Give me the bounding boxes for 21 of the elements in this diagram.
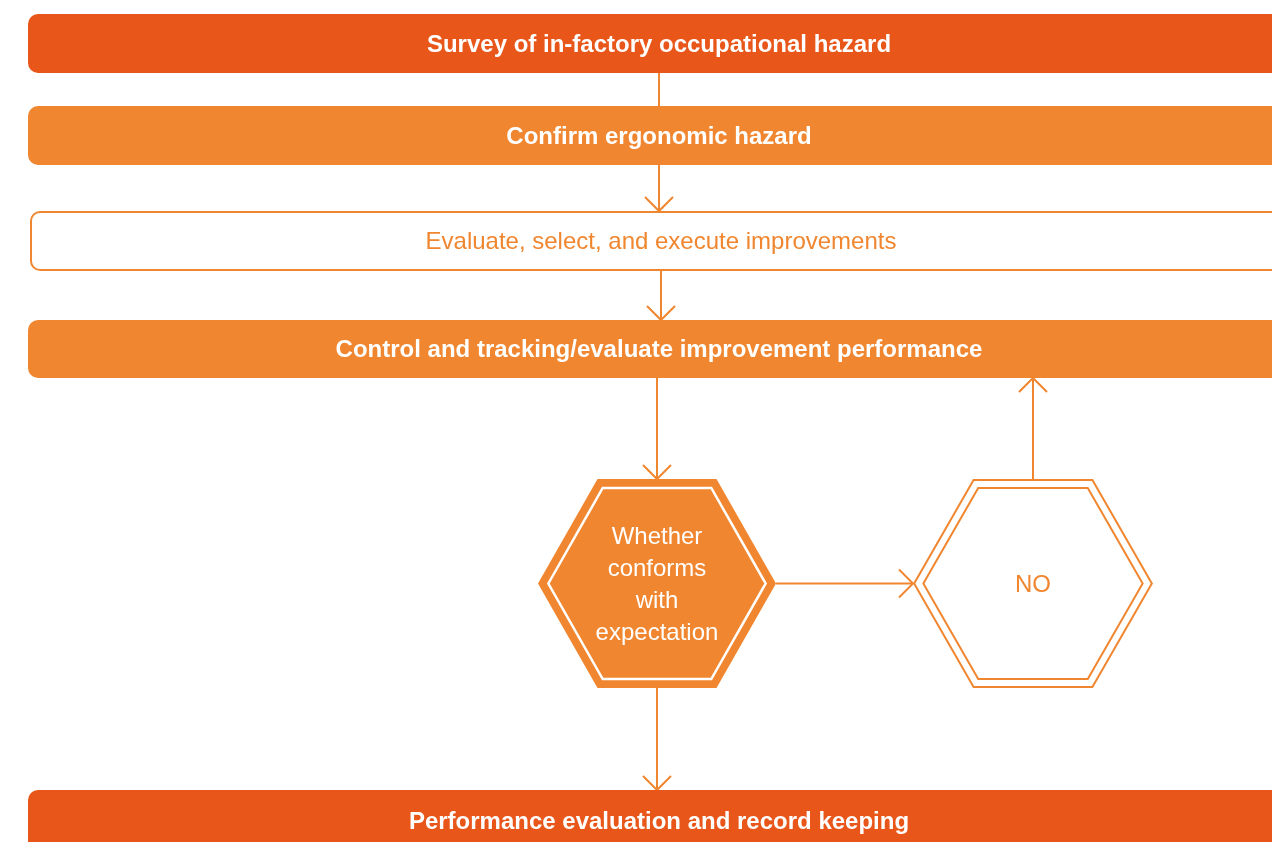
process-band xyxy=(28,106,1272,165)
hexagon-label: NO xyxy=(1015,568,1051,599)
step-label: Performance evaluation and record keeping xyxy=(408,806,910,836)
result-hexagon xyxy=(913,479,1153,688)
arrow xyxy=(646,270,676,321)
process-band xyxy=(28,14,1272,73)
arrow xyxy=(644,164,674,212)
arrow xyxy=(775,568,914,599)
step-label: Confirm ergonomic hazard xyxy=(506,120,812,151)
step-label: Survey of in-factory occupational hazard xyxy=(426,28,892,59)
step-label: Evaluate, select, and execute improvements xyxy=(425,226,897,256)
process-band xyxy=(30,211,1272,271)
arrow xyxy=(642,377,672,480)
arrow xyxy=(1018,377,1048,480)
connector-line xyxy=(658,72,660,107)
hexagon-label: Whether conforms with expectation xyxy=(594,520,720,647)
process-band xyxy=(28,790,1272,842)
decision-hexagon xyxy=(538,479,776,688)
process-band xyxy=(28,320,1272,378)
step-label: Control and tracking/evaluate improvement performance xyxy=(335,334,983,364)
arrow xyxy=(642,687,672,791)
